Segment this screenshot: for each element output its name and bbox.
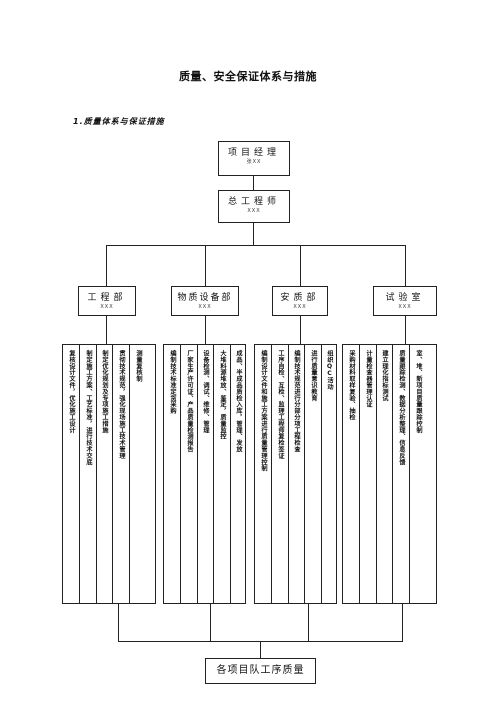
dept-materials-label: 物质设备部 [177,293,233,303]
dept-engineering-box: 工程部 XXX [78,286,136,316]
duty-item: 建立理化指标测试 [381,350,388,402]
connector-dept3-col [300,316,301,344]
connector-pm-chief [253,176,254,190]
dept-safety-quality-box: 安质部 XXX [272,286,328,316]
duties-safety-quality-column: 编制设计文件和施工方案进行质量管理控制 工序自检、互检、监理工程师复检签证 编制… [254,344,337,604]
connector-dept1-col [106,316,107,344]
duties-materials-column: 编制技术标准定货采购 厂家生产许可证、产品质量检测报告 设备检测、调试、维修、管… [163,344,246,604]
connector-chief-bus [253,223,254,245]
duty-item: 设备检测、调试、维修、管理 [202,350,209,434]
duty-item: 质量跟踪检测、数据分析整理、信息反馈 [398,350,405,466]
duties-engineering-column: 复核设计文件，优化施工设计 制定施工方案、工艺标准，进行技术交底 制定优化规划及… [62,344,156,604]
dept-laboratory-label: 试验室 [385,293,425,303]
duty-item: 组织QC活动 [326,350,333,390]
chief-engineer-name: XXX [247,208,261,214]
connector-col1-bottom [118,604,119,641]
dept-safety-quality-head: XXX [293,304,307,310]
duty-item: 计量检查器管理认证 [365,350,372,408]
connector-col3-bottom [308,604,309,641]
project-manager-box: 项目经理 张XX [218,141,290,176]
duty-item: 编制技术规范进行分部分项工程检查 [293,350,300,453]
duty-item: 厂家生产许可证、产品质量检测报告 [186,350,193,453]
duty-item: 成品、半成品质检入库，管理、发放 [235,350,242,453]
duty-item: 编制设计文件和施工方案进行质量管理控制 [260,350,267,472]
duty-item: 贯彻技术规范，强化现场施工技术管理 [118,350,125,459]
project-team-process-quality-box: 各项目队工序质量 [205,658,316,684]
dept-materials-box: 物质设备部 XXX [171,286,239,316]
duty-item: 进行质量意识教育 [310,350,317,402]
page-title: 质量、安全保证体系与措施 [179,70,317,83]
dept-engineering-head: XXX [100,304,114,310]
dept-materials-head: XXX [198,304,212,310]
project-manager-label: 项目经理 [227,148,280,158]
chief-engineer-label: 总工程师 [227,197,280,207]
duty-item: 复核设计文件，优化施工设计 [68,350,75,434]
dept-laboratory-box: 试验室 XXX [373,286,437,316]
dept-engineering-label: 工程部 [87,293,127,303]
connector-dept4-col [405,316,406,344]
connector-dept-4 [405,245,406,286]
dept-laboratory-head: XXX [398,304,412,310]
duty-item: 测量复核制 [135,350,142,382]
connector-col2-bottom [210,604,211,641]
duty-item: 大堆料源堆放、鉴定，质量监控 [219,350,226,440]
dept-safety-quality-label: 安质部 [280,293,320,303]
duty-item: 编制技术标准定货采购 [169,350,176,414]
connector-col4-bottom [402,604,403,641]
project-manager-name: 张XX [246,159,262,165]
duty-item: 室、堆、新项目质量跟踪控制 [415,350,422,434]
duty-item: 制定施工方案、工艺标准，进行技术交底 [85,350,92,466]
connector-bus-final [260,641,261,658]
connector-dept-1 [106,245,107,286]
chief-engineer-box: 总工程师 XXX [218,190,290,223]
section-heading: 1.质量体系与保证措施 [73,117,165,126]
duties-laboratory-column: 采购材料取样复验、抽检 计量检查器管理认证 建立理化指标测试 质量跟踪检测、数据… [342,344,437,604]
connector-dept-3 [300,245,301,286]
duty-item: 制定优化规划及专项施工措施 [101,350,108,434]
dept-bus [106,245,406,246]
duty-item: 采购材料取样复验、抽检 [348,350,355,421]
connector-dept-2 [205,245,206,286]
connector-dept2-col [205,316,206,344]
duty-item: 工序自检、互检、监理工程师复检签证 [277,350,284,459]
